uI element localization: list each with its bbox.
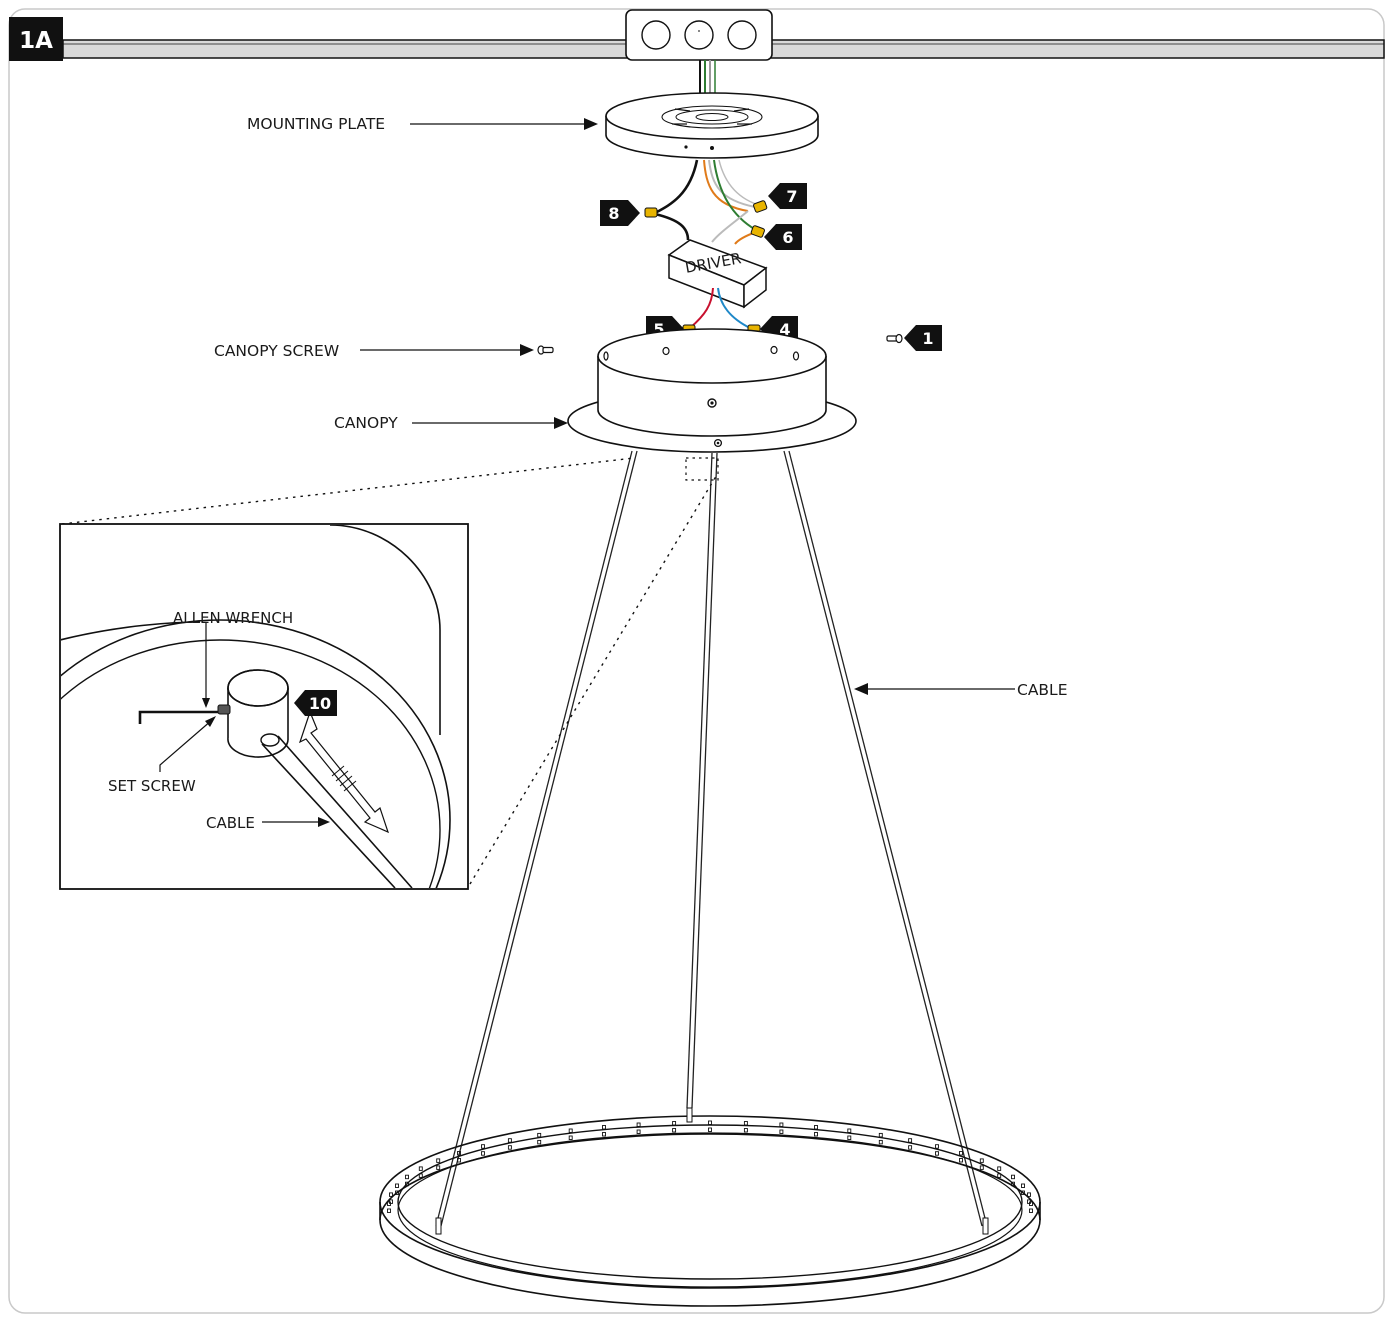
suspension-cables bbox=[435, 450, 988, 1227]
led-dot bbox=[935, 1144, 939, 1149]
led-dot bbox=[389, 1199, 393, 1204]
canopy-screw bbox=[537, 345, 554, 355]
svg-text:5: 5 bbox=[653, 320, 664, 339]
led-dot bbox=[481, 1144, 485, 1149]
led-dot bbox=[602, 1132, 606, 1137]
led-dot bbox=[395, 1183, 399, 1188]
svg-text:MOUNTING PLATE: MOUNTING PLATE bbox=[247, 115, 385, 133]
led-dot bbox=[878, 1132, 883, 1138]
led-dot bbox=[959, 1151, 963, 1156]
led-dot bbox=[636, 1122, 641, 1127]
badge-6: 6 bbox=[764, 224, 802, 250]
led-dot bbox=[878, 1139, 883, 1145]
led-dot bbox=[389, 1192, 393, 1197]
led-dot bbox=[537, 1132, 542, 1138]
inset-cable-label: CABLE bbox=[206, 814, 255, 832]
led-dots bbox=[387, 1120, 1033, 1213]
led-dot bbox=[997, 1173, 1002, 1178]
badge-10: 10 bbox=[294, 690, 337, 716]
zoom-lines bbox=[61, 457, 719, 885]
mounting-plate bbox=[605, 92, 819, 159]
wire-connectors-upper bbox=[644, 200, 768, 238]
led-dot bbox=[708, 1120, 712, 1125]
label-mounting-plate: MOUNTING PLATE bbox=[247, 115, 598, 133]
plate-wires bbox=[654, 159, 763, 245]
driver-box: DRIVER bbox=[667, 239, 768, 309]
led-dot bbox=[779, 1122, 784, 1127]
label-canopy-screw: CANOPY SCREW bbox=[214, 342, 534, 360]
led-dot bbox=[436, 1165, 441, 1170]
led-dot bbox=[979, 1165, 984, 1170]
badge-1: 1 bbox=[904, 325, 942, 351]
led-dot bbox=[997, 1166, 1002, 1171]
led-dot bbox=[1011, 1181, 1015, 1187]
inset-detail: 10 ALLEN WRENCH SET SCREW CABLE bbox=[59, 523, 469, 890]
led-dot bbox=[507, 1145, 512, 1150]
badge-7: 7 bbox=[768, 183, 807, 209]
led-dot bbox=[457, 1158, 461, 1163]
canopy bbox=[567, 328, 857, 453]
led-dot bbox=[1029, 1201, 1033, 1206]
led-ring bbox=[379, 1107, 1041, 1307]
led-dot bbox=[387, 1208, 391, 1213]
led-dot bbox=[814, 1125, 818, 1130]
step-badge: 1A bbox=[9, 17, 63, 61]
label-canopy: CANOPY bbox=[334, 414, 568, 432]
led-dot bbox=[672, 1121, 677, 1126]
allen-wrench-label: ALLEN WRENCH bbox=[173, 609, 293, 627]
led-dot bbox=[743, 1128, 748, 1133]
screw-right bbox=[886, 333, 903, 344]
led-dot bbox=[959, 1158, 963, 1163]
led-dot bbox=[847, 1128, 852, 1133]
led-dot bbox=[935, 1151, 939, 1156]
svg-text:CABLE: CABLE bbox=[1017, 681, 1068, 699]
svg-text:4: 4 bbox=[779, 320, 790, 339]
led-dot bbox=[708, 1127, 712, 1132]
junction-box bbox=[625, 9, 773, 61]
svg-text:CANOPY: CANOPY bbox=[334, 414, 398, 432]
led-dot bbox=[395, 1190, 399, 1195]
led-dot bbox=[672, 1128, 677, 1133]
led-dot bbox=[779, 1129, 784, 1134]
set-screw-label: SET SCREW bbox=[108, 777, 196, 795]
led-dot bbox=[814, 1132, 818, 1137]
led-dot bbox=[1029, 1208, 1033, 1213]
led-dot bbox=[979, 1158, 984, 1163]
diagram-frame bbox=[8, 8, 1385, 1314]
led-dot bbox=[568, 1128, 573, 1133]
led-dot bbox=[1027, 1192, 1031, 1197]
svg-text:CANOPY SCREW: CANOPY SCREW bbox=[214, 342, 339, 360]
led-dot bbox=[908, 1145, 913, 1150]
svg-text:8: 8 bbox=[608, 204, 619, 223]
led-dot bbox=[568, 1135, 573, 1140]
svg-text:6: 6 bbox=[782, 228, 793, 247]
svg-text:1: 1 bbox=[922, 329, 933, 348]
led-dot bbox=[908, 1138, 913, 1143]
led-dot bbox=[457, 1151, 461, 1156]
led-dot bbox=[602, 1125, 606, 1130]
svg-text:7: 7 bbox=[786, 187, 797, 206]
led-dot bbox=[405, 1181, 409, 1187]
led-dot bbox=[847, 1135, 852, 1140]
led-dot bbox=[1021, 1183, 1025, 1188]
led-dot bbox=[743, 1121, 748, 1126]
led-dot bbox=[418, 1166, 423, 1171]
step-label: 1A bbox=[19, 28, 53, 54]
led-dot bbox=[418, 1173, 423, 1178]
led-dot bbox=[436, 1158, 441, 1163]
led-dot bbox=[636, 1129, 641, 1134]
led-dot bbox=[1011, 1174, 1015, 1180]
led-dot bbox=[405, 1174, 409, 1180]
svg-text:10: 10 bbox=[309, 694, 331, 713]
badge-8: 8 bbox=[600, 200, 640, 226]
led-dot bbox=[1021, 1190, 1025, 1195]
led-dot bbox=[507, 1138, 512, 1143]
led-dot bbox=[481, 1151, 485, 1156]
label-cable: CABLE bbox=[854, 681, 1068, 699]
led-dot bbox=[537, 1139, 542, 1145]
